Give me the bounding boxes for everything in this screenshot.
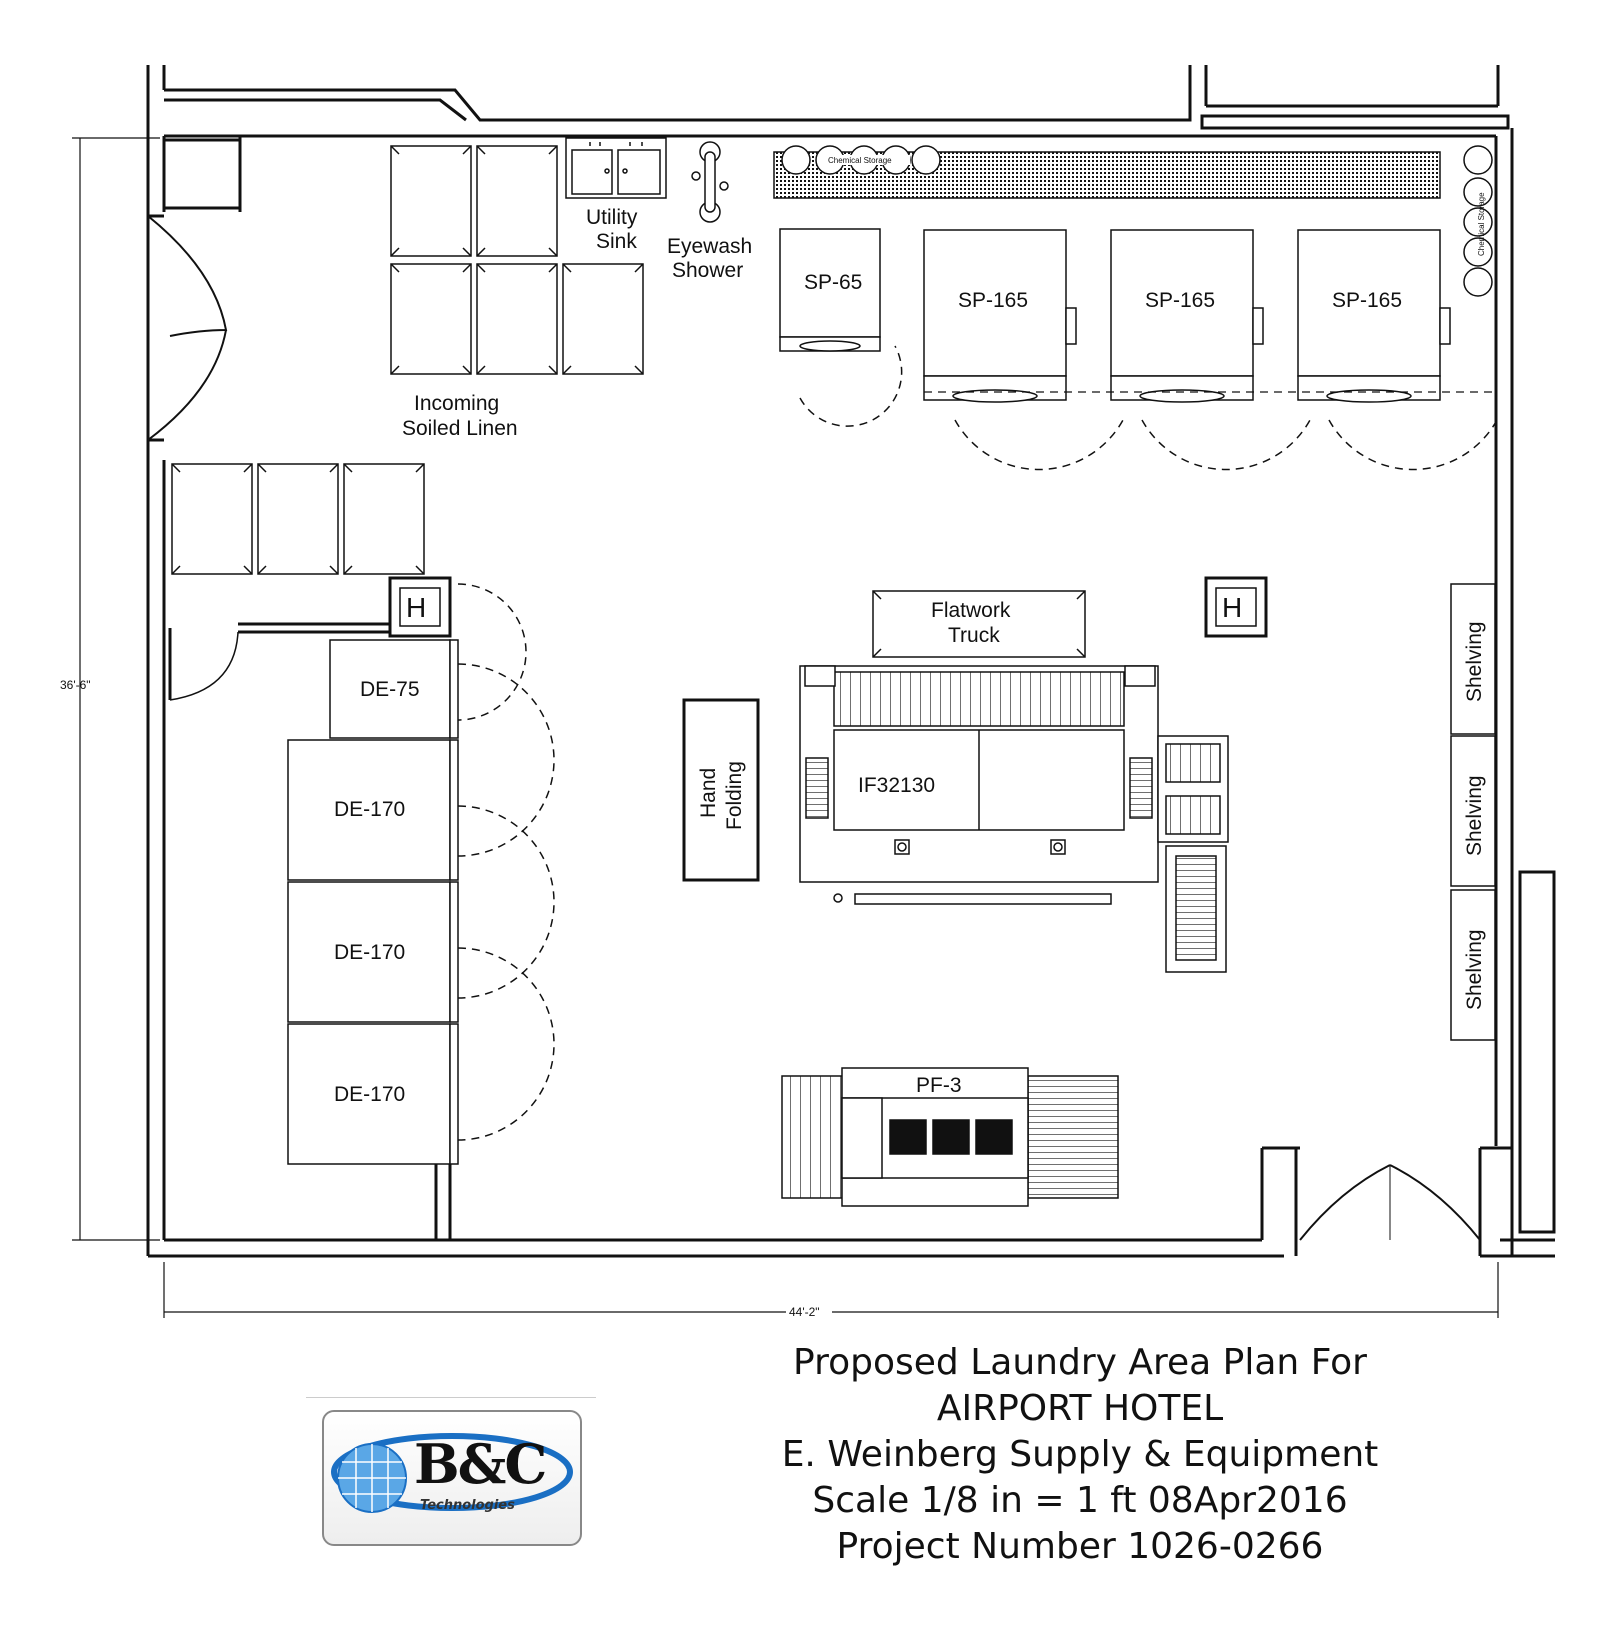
ironer-label: IF32130 <box>858 774 935 797</box>
dryer-de75 <box>329 583 527 739</box>
pf3-label: PF-3 <box>916 1074 962 1097</box>
sp165-label-1: SP-165 <box>958 289 1028 312</box>
de75-label: DE-75 <box>360 678 420 701</box>
washer-sp165-1 <box>923 229 1124 471</box>
hand-folding-label-2: Folding <box>723 761 746 830</box>
incoming-soiled-label-1: Incoming <box>414 392 499 415</box>
flatwork-truck <box>872 590 1086 658</box>
left-double-door <box>147 215 239 701</box>
shelving-label-3: Shelving <box>1463 929 1486 1010</box>
de170-label-1: DE-170 <box>334 798 405 821</box>
title-line-3: E. Weinberg Supply & Equipment <box>781 1434 1379 1475</box>
soiled-linen-carts <box>390 145 644 375</box>
shelving-label-1: Shelving <box>1463 621 1486 702</box>
chemical-storage-label-right: Chemical Storage <box>1477 192 1486 256</box>
shelving-label-2: Shelving <box>1463 775 1486 856</box>
dryer-de170-1 <box>287 663 555 881</box>
utility-sink-label-1: Utility <box>586 206 638 229</box>
walls <box>146 65 1556 1258</box>
utility-sink-label-2: Sink <box>596 230 637 253</box>
sp165-label-2: SP-165 <box>1145 289 1215 312</box>
title-line-4: Scale 1/8 in = 1 ft 08Apr2016 <box>812 1480 1348 1521</box>
logo-sub-text: Technologies <box>420 1498 515 1513</box>
h-box-left-label: H <box>406 592 426 623</box>
clean-linen-carts <box>171 463 425 575</box>
h-box-right <box>1204 576 1268 638</box>
chemical-storage-right <box>1463 145 1493 297</box>
chemical-storage-top <box>773 145 1441 199</box>
logo-divider <box>306 1397 596 1398</box>
dryer-de170-2 <box>287 805 555 1023</box>
logo-main-text: B&C <box>414 1432 547 1496</box>
dryer-de170-3 <box>287 947 555 1165</box>
ironer-if32130 <box>799 665 1159 905</box>
title-block: Proposed Laundry Area Plan For AIRPORT H… <box>700 1340 1460 1570</box>
height-dimension <box>72 137 160 1241</box>
de170-label-2: DE-170 <box>334 941 405 964</box>
title-line-5: Project Number 1026-0266 <box>836 1526 1324 1567</box>
eyewash-label-1: Eyewash <box>667 235 752 258</box>
width-dimension-label: 44'-2" <box>789 1305 820 1319</box>
washer-sp165-2 <box>1110 229 1311 471</box>
de170-label-3: DE-170 <box>334 1083 405 1106</box>
washer-sp65 <box>779 228 903 427</box>
utility-sink <box>565 137 667 199</box>
shelving-units <box>1450 583 1496 1041</box>
hand-folding-table <box>682 698 760 882</box>
flatwork-label-1: Flatwork <box>931 599 1011 622</box>
sp165-label-3: SP-165 <box>1332 289 1402 312</box>
h-box-right-label: H <box>1222 592 1242 623</box>
flatwork-label-2: Truck <box>948 624 1000 647</box>
globe-icon <box>331 1433 573 1513</box>
washer-sp165-3 <box>1297 229 1498 471</box>
height-dimension-label: 36'-6" <box>60 678 91 692</box>
eyewash-shower <box>691 141 729 223</box>
title-line-1: Proposed Laundry Area Plan For <box>793 1342 1367 1383</box>
company-logo: B&C Technologies <box>322 1410 582 1546</box>
eyewash-label-2: Shower <box>672 259 743 282</box>
h-box-left <box>388 576 452 638</box>
chemical-storage-label-top: Chemical Storage <box>828 156 892 165</box>
press-pf3 <box>781 1067 1119 1207</box>
ironer-folder <box>1157 735 1229 973</box>
hand-folding-label-1: Hand <box>697 768 720 818</box>
incoming-soiled-label-2: Soiled Linen <box>402 417 518 440</box>
bottom-double-door <box>1299 1164 1481 1241</box>
title-line-2: AIRPORT HOTEL <box>936 1388 1224 1429</box>
sp65-label: SP-65 <box>804 271 862 294</box>
